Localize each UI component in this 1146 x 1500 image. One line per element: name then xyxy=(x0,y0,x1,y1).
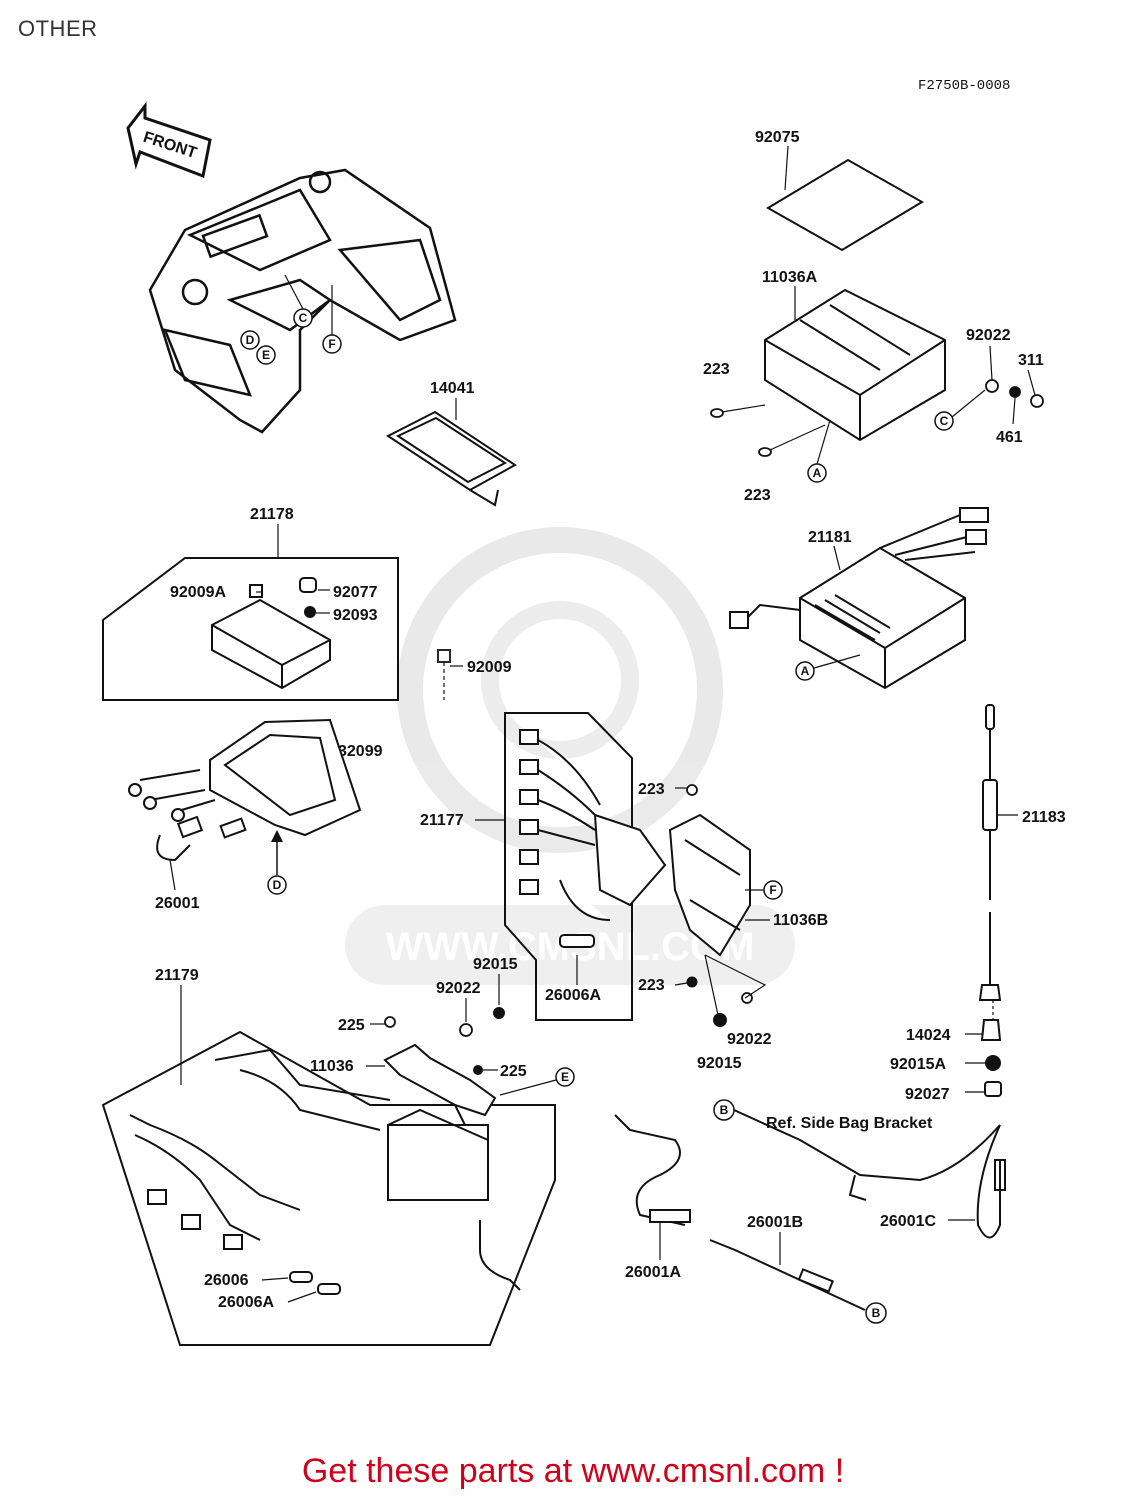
label-26001A: 26001A xyxy=(625,1264,681,1281)
part-21179-harness xyxy=(129,1048,521,1295)
label-21179: 21179 xyxy=(155,967,199,984)
label-11036: 11036 xyxy=(310,1058,354,1075)
label-311: 311 xyxy=(1018,352,1044,369)
label-21181: 21181 xyxy=(808,529,852,546)
label-26001: 26001 xyxy=(155,895,200,912)
part-26001B-cable xyxy=(709,1239,866,1311)
label-461: 461 xyxy=(996,429,1023,446)
svg-text:C: C xyxy=(940,414,949,428)
label-32099: 32099 xyxy=(338,743,383,760)
label-223-b: 223 xyxy=(744,487,771,504)
part-26001A-cable xyxy=(614,1114,691,1226)
part-11036B-bracket xyxy=(668,813,751,957)
label-92015-a: 92015 xyxy=(473,956,518,973)
svg-text:F: F xyxy=(769,883,776,897)
callout-d-housing: D xyxy=(267,875,287,895)
part-21178-switch-unit xyxy=(211,577,331,690)
label-14041: 14041 xyxy=(430,380,475,397)
label-ref-side-bag-bracket: Ref. Side Bag Bracket xyxy=(766,1115,933,1132)
label-11036B: 11036B xyxy=(773,912,828,929)
label-92022-c: 92022 xyxy=(436,980,481,997)
label-92077: 92077 xyxy=(333,584,378,601)
svg-text:A: A xyxy=(813,466,822,480)
page-title: OTHER xyxy=(18,16,98,41)
kit-21177-outline xyxy=(504,712,633,1021)
front-arrow: FRONT xyxy=(126,101,212,179)
label-225-a: 225 xyxy=(338,1017,365,1034)
callout-f-fairing: F xyxy=(322,334,342,354)
callout-c-fairing: C xyxy=(293,308,313,328)
label-92015-b: 92015 xyxy=(697,1055,742,1072)
part-32099-housing xyxy=(128,718,362,862)
label-14024: 14024 xyxy=(906,1027,951,1044)
label-21178: 21178 xyxy=(250,506,294,523)
svg-text:D: D xyxy=(273,878,282,892)
svg-text:B: B xyxy=(720,1103,729,1117)
label-92075: 92075 xyxy=(755,129,800,146)
label-92093: 92093 xyxy=(333,607,378,624)
label-92015A: 92015A xyxy=(890,1056,946,1073)
label-223-d: 223 xyxy=(638,977,665,994)
label-92022-a: 92022 xyxy=(966,327,1011,344)
part-21181-radio-unit xyxy=(729,507,989,690)
svg-text:D: D xyxy=(246,333,255,347)
fastener-hardware-11036A xyxy=(710,379,1044,457)
label-223-c: 223 xyxy=(638,781,665,798)
part-26001C-cable xyxy=(733,1109,1006,1239)
svg-text:B: B xyxy=(872,1306,881,1320)
kit-21178-outline xyxy=(102,557,399,701)
svg-text:C: C xyxy=(299,311,308,325)
label-21183: 21183 xyxy=(1022,809,1066,826)
svg-text:F: F xyxy=(328,337,335,351)
diagram-code: F2750B-0008 xyxy=(918,78,1010,94)
label-92022-b: 92022 xyxy=(727,1031,772,1048)
kit-21179-outline xyxy=(101,1030,556,1346)
label-11036A: 11036A xyxy=(762,269,818,286)
callout-d-fairing: D xyxy=(240,330,260,350)
callout-e-harness: E xyxy=(555,1067,575,1087)
label-21177: 21177 xyxy=(420,812,464,829)
label-225-b: 225 xyxy=(500,1063,527,1080)
callout-b-cable: B xyxy=(865,1302,887,1324)
part-21183-antenna xyxy=(978,704,1002,1001)
fairing-inner-panel xyxy=(148,168,457,434)
callout-a-radio: A xyxy=(795,661,815,681)
label-223-a: 223 xyxy=(703,361,730,378)
callout-e-fairing: E xyxy=(256,345,276,365)
callout-c-cover: C xyxy=(934,411,954,431)
part-21177-relay-box xyxy=(519,729,667,948)
label-26001C: 26001C xyxy=(880,1213,936,1230)
label-92009: 92009 xyxy=(467,659,512,676)
label-26006A-harness: 26006A xyxy=(218,1294,274,1311)
part-92075-sheet xyxy=(766,158,924,252)
label-92009A: 92009A xyxy=(170,584,226,601)
svg-text:E: E xyxy=(561,1070,569,1084)
footer-link[interactable]: Get these parts at www.cmsnl.com ! xyxy=(301,1452,845,1490)
part-11036-bracket xyxy=(383,1043,497,1136)
label-26001B: 26001B xyxy=(747,1214,803,1231)
parts-diagram: WWW.CMSNL.COM F2750B-0008 FRONT C D E F … xyxy=(101,78,1066,1346)
svg-text:A: A xyxy=(801,664,810,678)
callout-b-bracket: B xyxy=(713,1099,735,1121)
antenna-mount-hardware xyxy=(980,1019,1002,1097)
part-11036A-cover xyxy=(764,288,946,442)
svg-text:E: E xyxy=(262,348,270,362)
part-14041-grille xyxy=(386,410,517,507)
label-26006A-relay: 26006A xyxy=(545,987,601,1004)
label-92027: 92027 xyxy=(905,1086,950,1103)
label-26006: 26006 xyxy=(204,1272,249,1289)
callout-a-cover: A xyxy=(807,463,827,483)
part-92009-screw xyxy=(437,649,451,663)
callout-f-bracket: F xyxy=(763,880,783,900)
